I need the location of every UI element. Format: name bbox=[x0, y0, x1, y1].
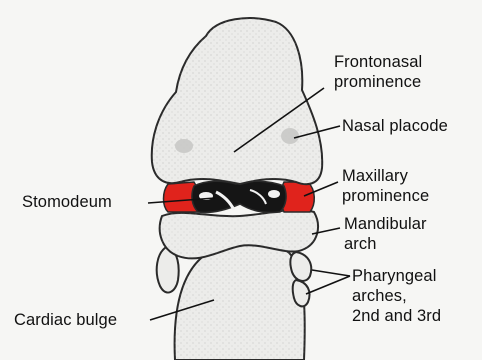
label-maxillary-prominence: Maxillary prominence bbox=[342, 166, 429, 206]
label-pharyngeal-arches: Pharyngeal arches, 2nd and 3rd bbox=[352, 266, 441, 326]
label-stomodeum: Stomodeum bbox=[22, 192, 112, 212]
label-nasal-placode: Nasal placode bbox=[342, 116, 448, 136]
nasal-placode-left bbox=[175, 139, 193, 153]
pharyngeal-arch-right-2nd bbox=[290, 252, 311, 281]
label-mandibular-arch: Mandibular arch bbox=[344, 214, 427, 254]
nasal-placode-right bbox=[281, 128, 299, 144]
label-frontonasal-prominence: Frontonasal prominence bbox=[334, 52, 422, 92]
label-cardiac-bulge: Cardiac bulge bbox=[14, 310, 117, 330]
